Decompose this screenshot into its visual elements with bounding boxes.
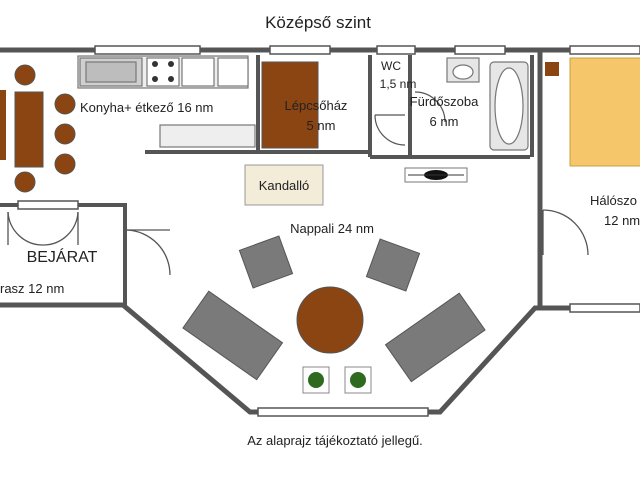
bedroom-area-label: 12 nm [604, 213, 640, 228]
stairs-name-label: Lépcsőház [285, 98, 348, 113]
bathroom-fixtures [414, 57, 529, 151]
dining-set [0, 64, 76, 193]
bath-area-label: 6 nm [430, 114, 459, 129]
fireplace-label: Kandalló [259, 178, 310, 193]
bedroom-door [542, 209, 589, 256]
stairs-area-label: 5 nm [307, 118, 336, 133]
potted-plants [302, 366, 372, 394]
fireplace [244, 164, 324, 206]
windows [17, 45, 640, 417]
living-label: Nappali 24 nm [290, 221, 374, 236]
entrance-door [7, 211, 171, 276]
entrance-label: BEJÁRAT [27, 247, 98, 266]
wc-area-label: 1,5 nm [380, 77, 417, 91]
living-furniture [182, 235, 486, 383]
radiator-fixture [404, 167, 468, 183]
terrace-label: rasz 12 nm [0, 281, 64, 296]
stove-burners [152, 61, 174, 82]
bath-name-label: Fürdőszoba [410, 94, 479, 109]
bedroom-name-label: Hálószo [590, 193, 637, 208]
kitchen-counter [77, 55, 256, 148]
wc-door [374, 114, 406, 146]
staircase [261, 61, 319, 149]
footer-note: Az alaprajz tájékoztató jellegű. [247, 433, 423, 448]
plan-title: Középső szint [265, 13, 371, 32]
kitchen-label: Konyha+ étkező 16 nm [80, 100, 213, 115]
wc-name-label: WC [381, 59, 401, 73]
bedroom-bed [545, 57, 640, 167]
